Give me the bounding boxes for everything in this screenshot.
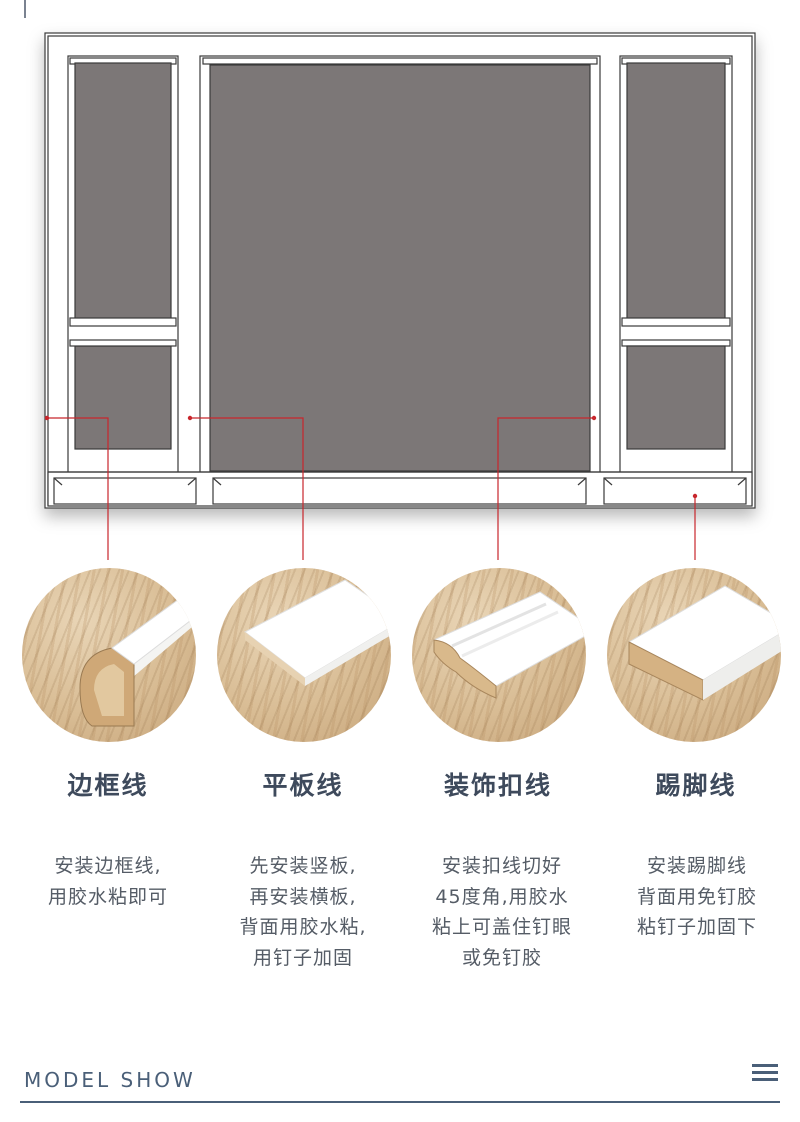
desc-line: 粘上可盖住钉眼 (431, 916, 572, 938)
callout-flat-line (190, 417, 304, 560)
decor-line-photo (412, 568, 586, 742)
desc-line: 45度角,用胶水 (435, 885, 569, 908)
frame-line-title: 边框线 (67, 771, 149, 800)
hamburger-menu-icon[interactable] (752, 1062, 780, 1084)
desc-line: 背面用胶水粘, (239, 916, 367, 938)
desc-line: 用钉子加固 (252, 946, 353, 969)
top-tick-mark (24, 0, 26, 18)
frame-line-photo (22, 568, 196, 742)
wall-panel-diagram (44, 32, 756, 560)
desc-line: 用胶水粘即可 (47, 885, 168, 908)
skirting-board (47, 471, 753, 507)
callout-lines (47, 417, 696, 560)
frame-line-desc: 安装边框线, 用胶水粘即可 (18, 851, 198, 912)
right-upper-panel (626, 62, 726, 320)
flat-line-title: 平板线 (262, 771, 344, 800)
footer-divider (20, 1101, 780, 1103)
skirting-line-photo (607, 568, 781, 742)
desc-line: 或免钉胶 (461, 946, 542, 969)
desc-line: 先安装竖板, (249, 855, 357, 877)
desc-line: 背面用免钉胶 (636, 885, 757, 908)
desc-line: 安装踢脚线 (646, 855, 747, 877)
right-lower-panel (626, 345, 726, 450)
left-lower-panel (74, 345, 172, 450)
decor-line-desc: 安装扣线切好 45度角,用胶水 粘上可盖住钉眼 或免钉胶 (412, 851, 592, 973)
decor-line-title: 装饰扣线 (443, 771, 552, 800)
skirting-line-desc: 安装踢脚线 背面用免钉胶 粘钉子加固下 (607, 851, 787, 943)
desc-line: 安装边框线, (54, 855, 162, 877)
flat-line-photo (217, 568, 391, 742)
flat-line-desc: 先安装竖板, 再安装横板, 背面用胶水粘, 用钉子加固 (213, 851, 393, 973)
desc-line: 再安装横板, (249, 885, 357, 908)
callout-frame-line (47, 417, 109, 560)
left-upper-panel (74, 62, 172, 320)
skirting-line-title: 踢脚线 (655, 771, 737, 800)
desc-line: 粘钉子加固下 (636, 916, 757, 938)
desc-line: 安装扣线切好 (441, 855, 562, 877)
callout-decor-line (497, 417, 594, 560)
model-show-heading: MODEL SHOW (24, 1068, 196, 1092)
center-panel (209, 64, 591, 472)
